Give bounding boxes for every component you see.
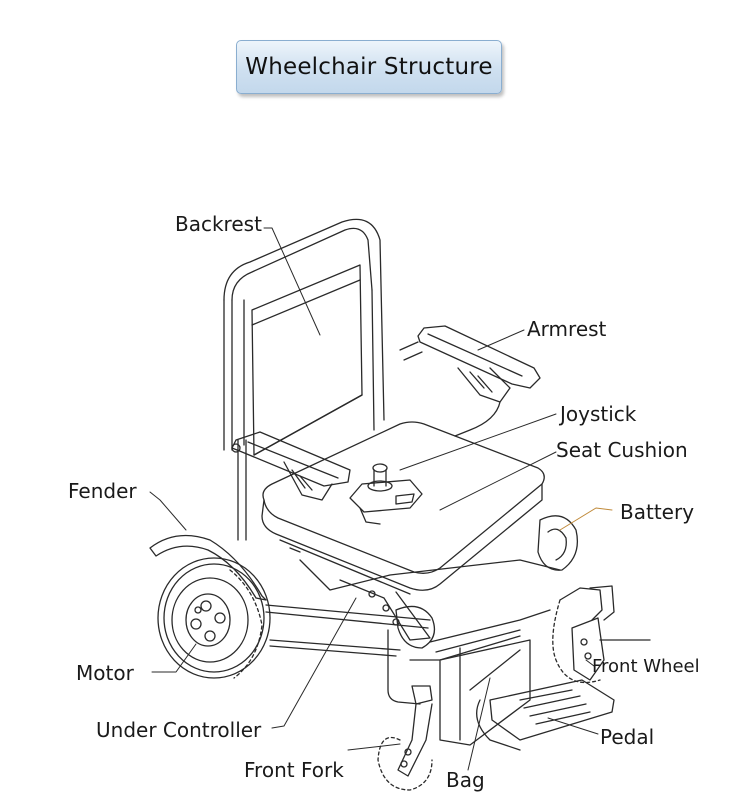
leader-front-wheel <box>585 659 595 667</box>
joystick-unit <box>349 463 423 525</box>
leader-fender <box>149 491 187 531</box>
pedal-shape <box>476 679 615 751</box>
label-backrest: Backrest <box>175 212 262 236</box>
label-front-wheel: Front Wheel <box>592 656 700 677</box>
front-wheel-right <box>552 585 651 684</box>
label-pedal: Pedal <box>600 725 655 749</box>
leader-seat-cushion <box>439 451 557 511</box>
leader-joystick <box>399 413 557 471</box>
label-fender: Fender <box>68 479 137 503</box>
label-battery: Battery <box>620 500 695 524</box>
leader-front-fork <box>347 743 401 751</box>
rear-wheel <box>149 534 271 679</box>
label-under-controller: Under Controller <box>96 718 262 742</box>
leader-under-controller <box>271 597 357 729</box>
leader-lines <box>149 227 613 771</box>
leader-pedal <box>547 717 599 735</box>
label-bag: Bag <box>446 768 485 792</box>
leader-motor <box>151 643 197 673</box>
leader-armrest <box>477 329 525 351</box>
label-motor: Motor <box>76 661 134 685</box>
label-seat-cushion: Seat Cushion <box>556 438 688 462</box>
label-armrest: Armrest <box>527 317 607 341</box>
bag-shape <box>439 639 531 746</box>
right-armrest <box>399 325 541 437</box>
diagram-title: Wheelchair Structure <box>236 40 502 94</box>
leader-battery <box>559 507 613 531</box>
front-fork-left <box>377 685 433 791</box>
left-armrest <box>231 431 351 501</box>
seat-cushion <box>261 421 545 595</box>
label-front-fork: Front Fork <box>244 758 344 782</box>
label-joystick: Joystick <box>560 402 637 426</box>
leader-bag <box>467 677 491 771</box>
leader-backrest <box>263 227 321 336</box>
backrest-frame <box>223 218 385 541</box>
